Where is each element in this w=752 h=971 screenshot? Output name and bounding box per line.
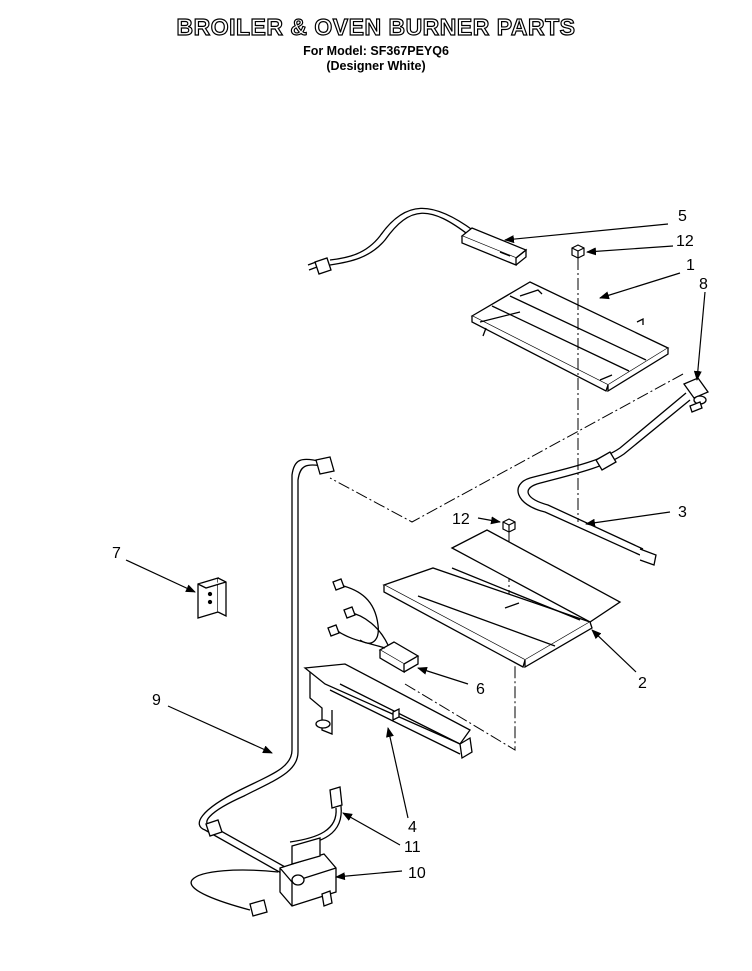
nut-lower-part xyxy=(502,518,516,533)
callout-5: 5 xyxy=(678,208,687,225)
callout-1: 1 xyxy=(686,257,695,274)
callout-8: 8 xyxy=(699,276,708,293)
callout-9: 9 xyxy=(152,692,161,709)
callout-leaders xyxy=(125,223,706,881)
callout-11: 11 xyxy=(404,839,421,856)
broiler-igniter-part xyxy=(307,207,528,275)
callout-7: 7 xyxy=(112,545,121,562)
model-number: For Model: SF367PEYQ6 xyxy=(303,44,449,58)
nut-upper-part xyxy=(571,244,585,259)
valve-fitting-part xyxy=(289,786,343,848)
callout-4: 4 xyxy=(408,819,417,836)
gas-valve-part xyxy=(190,837,337,917)
oven-burner-part xyxy=(303,663,473,760)
oven-gas-tube-part xyxy=(198,456,335,879)
finish-name: (Designer White) xyxy=(326,59,426,73)
oven-igniter-part xyxy=(327,578,420,674)
broiler-burner-part xyxy=(470,281,670,393)
burner-orifice-part xyxy=(683,377,709,413)
callout-2: 2 xyxy=(638,675,647,692)
oven-burner-baffle-part xyxy=(382,529,622,669)
callout-12-lower: 12 xyxy=(452,511,470,528)
burner-tube-part xyxy=(517,392,691,566)
control-box-part xyxy=(197,577,227,619)
callout-3: 3 xyxy=(678,504,687,521)
page-title: BROILER & OVEN BURNER PARTS xyxy=(176,13,576,40)
callout-6: 6 xyxy=(476,681,485,698)
callout-12-upper: 12 xyxy=(676,233,694,250)
callout-10: 10 xyxy=(408,865,426,882)
alignment-lines xyxy=(329,258,684,751)
